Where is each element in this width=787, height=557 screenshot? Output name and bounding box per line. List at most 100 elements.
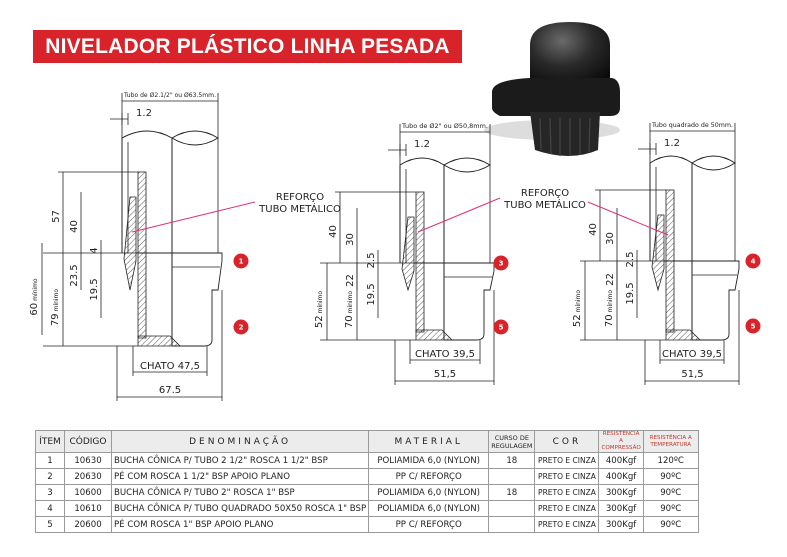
conical-bushing — [651, 214, 665, 292]
total-width-label: 51,5 — [434, 369, 456, 380]
cell-temperature: 120ºC — [642, 452, 699, 469]
cell-adjustment: 18 — [488, 484, 536, 501]
leader-line — [587, 201, 669, 236]
leader-line — [131, 201, 256, 233]
reinforcement-label: REFORÇO — [521, 188, 569, 199]
cell-compression: 400Kgf — [598, 452, 644, 469]
min-suffix: mínimo — [575, 290, 582, 313]
cell-temperature: 90ºC — [642, 468, 699, 485]
cell-code: 20600 — [64, 516, 112, 533]
cell-compression: 300Kgf — [598, 500, 644, 517]
wall-thickness-label: 1.2 — [664, 138, 680, 149]
cell-description: PÉ COM ROSCA 1" BSP APOIO PLANO — [110, 516, 370, 533]
cell-description: BUCHA CÔNICA P/ TUBO 2 1/2" ROSCA 1 1/2"… — [110, 452, 370, 469]
cell-code: 10600 — [64, 484, 112, 501]
foot-base — [137, 335, 181, 347]
cell-description: BUCHA CÔNICA P/ TUBO QUADRADO 50X50 ROSC… — [110, 500, 370, 517]
cell-description: BUCHA CÔNICA P/ TUBO 2" ROSCA 1" BSP — [110, 484, 370, 501]
col-color: COR — [534, 430, 600, 453]
item-badge — [493, 255, 509, 271]
cell-adjustment — [488, 468, 536, 485]
product-photo — [484, 22, 620, 156]
flat-width-label: CHATO 39,5 — [662, 349, 722, 360]
cell-description: PÉ COM ROSCA 1 1/2" BSP APOIO PLANO — [110, 468, 370, 485]
leveling-foot — [414, 262, 495, 341]
cell-compression: 300Kgf — [598, 484, 644, 501]
flat-width-label: CHATO 47,5 — [140, 361, 200, 372]
cell-material: PP C/ REFORÇO — [368, 516, 490, 533]
min-height-label: 70mínimo — [344, 291, 355, 329]
tube-section — [443, 157, 491, 173]
reinforcement-label: TUBO METÁLICO — [258, 202, 341, 215]
leader-line — [417, 197, 501, 233]
min-height-label: 52mínimo — [572, 290, 583, 328]
total-width-label: 67.5 — [159, 385, 181, 396]
item-badge — [233, 319, 249, 335]
cell-material: POLIAMIDA 6,0 (NYLON) — [368, 500, 490, 517]
cell-color: PRETO E CINZA — [534, 468, 600, 485]
tube-section — [171, 130, 219, 146]
cell-code: 20630 — [64, 468, 112, 485]
cell-item: 4 — [35, 500, 65, 517]
min-suffix: mínimo — [347, 291, 354, 314]
cell-color: PRETO E CINZA — [534, 452, 600, 469]
item-badge — [493, 319, 509, 335]
item-badge — [233, 253, 249, 269]
min-suffix: mínimo — [317, 291, 324, 314]
item-badge — [745, 318, 761, 334]
item-badge-number: 5 — [751, 323, 756, 331]
cell-color: PRETO E CINZA — [534, 516, 600, 533]
table-header-row: ÍTEM CÓDIGO DENOMINAÇÃO MATERIAL CURSO D… — [35, 430, 699, 453]
page-title: NIVELADOR PLÁSTICO LINHA PESADA — [33, 30, 462, 63]
tube-section — [691, 155, 736, 171]
height-label: 19.5 — [366, 283, 377, 305]
leveling-foot — [664, 260, 740, 341]
col-code: CÓDIGO — [64, 430, 112, 453]
height-label: 22 — [345, 274, 356, 287]
min-height-label: 60mínimo — [29, 278, 40, 316]
reinforcement-label: REFORÇO — [276, 192, 324, 203]
cell-code: 10610 — [64, 500, 112, 517]
min-height-label: 52mínimo — [314, 291, 325, 329]
height-label: 40 — [588, 223, 599, 236]
tube-size-label: Tubo quadrado de 50mm. — [651, 121, 733, 129]
item-badge-number: 5 — [499, 324, 504, 332]
cell-item: 2 — [35, 468, 65, 485]
min-height-label: 70mínimo — [604, 290, 615, 328]
conical-bushing — [123, 196, 137, 291]
flat-width-label: CHATO 39,5 — [415, 349, 475, 360]
cell-item: 3 — [35, 484, 65, 501]
col-description: DENOMINAÇÃO — [110, 430, 370, 453]
conical-bushing — [401, 216, 415, 292]
cell-adjustment — [488, 500, 536, 517]
product-table: ÍTEM CÓDIGO DENOMINAÇÃO MATERIAL CURSO D… — [35, 430, 699, 533]
cell-code: 10630 — [64, 452, 112, 469]
item-badge-number: 4 — [751, 258, 756, 266]
height-label: 40 — [69, 220, 80, 233]
threaded-stem — [137, 171, 147, 339]
cell-color: PRETO E CINZA — [534, 500, 600, 517]
item-badge — [745, 253, 761, 269]
height-label: 2.5 — [625, 252, 636, 268]
cell-temperature: 90ºC — [642, 500, 699, 517]
wall-thickness-label: 1.2 — [414, 139, 430, 150]
height-label: 30 — [345, 233, 356, 246]
min-suffix: mínimo — [32, 278, 39, 301]
cell-temperature: 90ºC — [642, 484, 699, 501]
item-badge-number: 2 — [239, 324, 244, 332]
item-badge-number: 3 — [499, 260, 504, 268]
height-label: 19.5 — [89, 278, 100, 300]
foot-base — [415, 329, 453, 341]
height-label: 57 — [51, 210, 62, 223]
foot-base — [665, 329, 701, 341]
cell-compression: 400Kgf — [598, 468, 644, 485]
height-label: 40 — [328, 225, 339, 238]
